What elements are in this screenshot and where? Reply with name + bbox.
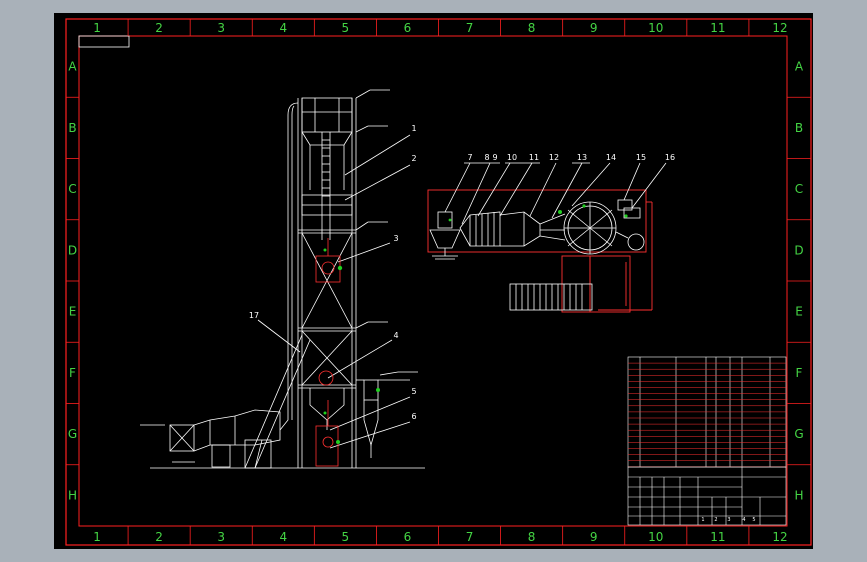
row-label-right: C: [795, 182, 803, 196]
callout-14: 14: [606, 153, 616, 162]
parts-list-rows: [628, 362, 786, 468]
callout-2: 2: [411, 154, 416, 163]
grid-ticks: [66, 19, 811, 545]
tower-elevation: [140, 89, 425, 469]
callout-7: 7: [467, 153, 472, 162]
col-label-bottom: 9: [590, 530, 598, 544]
col-label-bottom: 10: [648, 530, 663, 544]
row-label-left: H: [68, 488, 77, 502]
tower-green-marks: [323, 248, 380, 444]
callout-6: 6: [411, 412, 416, 421]
tower-annotations: [315, 238, 341, 467]
callout-11: 11: [529, 153, 539, 162]
row-label-right: B: [795, 121, 803, 135]
callout-4: 4: [393, 331, 398, 340]
callout-13: 13: [577, 153, 587, 162]
col-label-top: 1: [93, 21, 101, 35]
plan-view: [429, 162, 667, 311]
col-label-top: 7: [466, 21, 474, 35]
plan-green-marks: [448, 204, 628, 222]
callout-15: 15: [636, 153, 646, 162]
callout-10: 10: [507, 153, 517, 162]
callout-12: 12: [549, 153, 559, 162]
title-block-label: 3: [727, 517, 730, 523]
row-label-right: E: [795, 305, 803, 319]
row-label-left: E: [69, 305, 77, 319]
title-block-label: 2: [714, 517, 717, 523]
inner-border: [78, 35, 788, 527]
row-label-right: H: [794, 488, 803, 502]
col-label-bottom: 6: [404, 530, 412, 544]
col-label-top: 2: [155, 21, 163, 35]
col-label-top: 12: [772, 21, 787, 35]
row-label-left: F: [69, 366, 76, 380]
title-block-label: 5: [752, 517, 755, 523]
title-block-label: 1: [701, 517, 704, 523]
callout-5: 5: [411, 387, 416, 396]
col-label-top: 11: [710, 21, 725, 35]
callout-1: 1: [411, 124, 416, 133]
row-label-left: G: [68, 427, 77, 441]
callout-17: 17: [249, 311, 259, 320]
col-label-bottom: 12: [772, 530, 787, 544]
outer-border: [65, 18, 812, 546]
col-label-top: 3: [217, 21, 225, 35]
callout-8: 8: [484, 153, 489, 162]
callout-9: 9: [492, 153, 497, 162]
drawing-sheet: [54, 13, 813, 549]
col-label-top: 10: [648, 21, 663, 35]
title-block: [627, 466, 787, 526]
callout-3: 3: [393, 234, 398, 243]
col-label-top: 6: [404, 21, 412, 35]
col-label-bottom: 3: [217, 530, 225, 544]
col-label-bottom: 11: [710, 530, 725, 544]
col-label-bottom: 8: [528, 530, 536, 544]
row-label-left: C: [68, 182, 76, 196]
col-label-bottom: 4: [279, 530, 287, 544]
col-label-top: 5: [342, 21, 350, 35]
callout-16: 16: [665, 153, 675, 162]
row-label-right: A: [795, 60, 804, 74]
col-label-bottom: 7: [466, 530, 474, 544]
col-label-top: 8: [528, 21, 536, 35]
row-label-left: D: [68, 243, 77, 257]
col-label-bottom: 2: [155, 530, 163, 544]
title-block-labels: 1 2 3 4 5: [701, 517, 755, 523]
col-label-top: 9: [590, 21, 598, 35]
row-label-right: F: [796, 366, 803, 380]
col-label-bottom: 1: [93, 530, 101, 544]
row-label-left: A: [68, 60, 77, 74]
title-block-label: 4: [742, 517, 745, 523]
row-label-left: B: [68, 121, 76, 135]
corner-box: [78, 35, 130, 48]
col-label-bottom: 5: [342, 530, 350, 544]
row-label-right: G: [794, 427, 803, 441]
row-label-right: D: [794, 243, 803, 257]
col-label-top: 4: [279, 21, 287, 35]
